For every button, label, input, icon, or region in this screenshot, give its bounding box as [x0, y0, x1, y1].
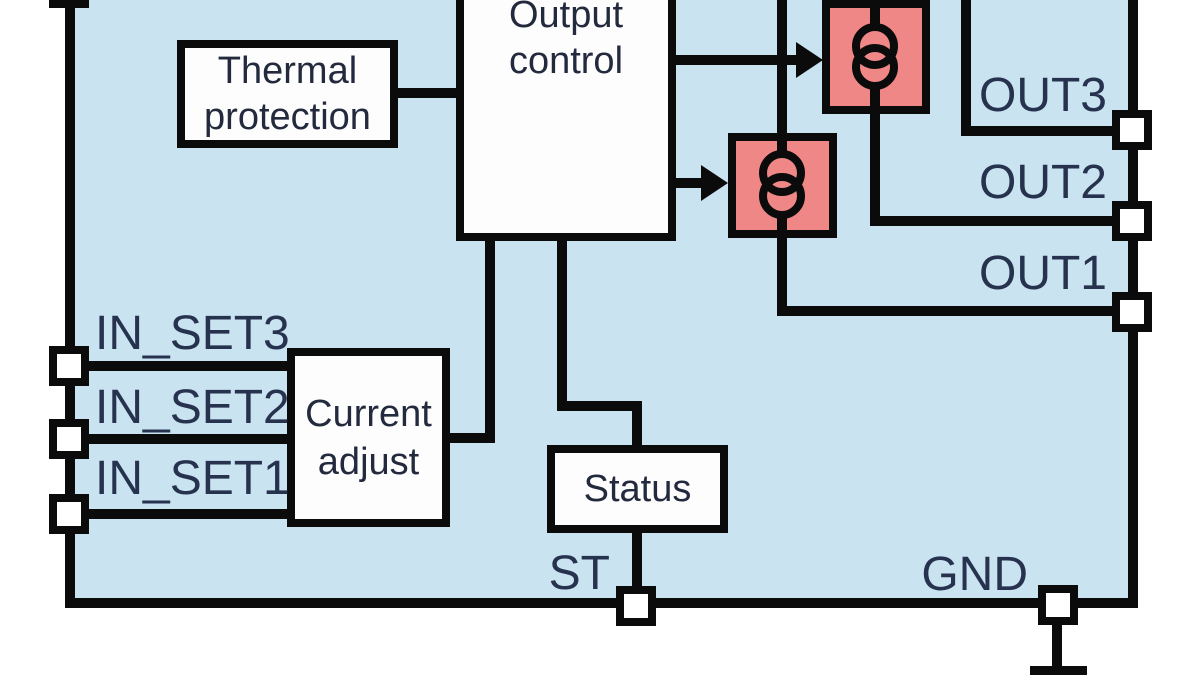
- wire-outputcontrol-to-status-v1: [557, 241, 567, 411]
- wire-outputcontrol-to-cs-bottom: [674, 178, 704, 188]
- output-control-label: Output control: [508, 0, 624, 82]
- arrowhead-cs-top-icon: [796, 42, 823, 78]
- wire-currentadjust-to-outputcontrol: [485, 241, 495, 443]
- pin-inset1: [49, 494, 89, 534]
- wire-out1: [777, 306, 1112, 316]
- pin-label-inset1: IN_SET1: [95, 452, 290, 505]
- pin-label-st: ST: [548, 547, 610, 600]
- pin-top-left-cutoff: [49, 0, 89, 8]
- wire-outputcontrol-to-status-h: [557, 401, 642, 411]
- pin-st: [616, 586, 656, 626]
- current-source-circle-icon: [852, 44, 898, 90]
- pin-label-out2: OUT2: [978, 156, 1107, 209]
- wire-outputcontrol-to-status-v2: [632, 401, 642, 445]
- wire-gnd-drop: [1052, 625, 1062, 670]
- pin-label-inset2: IN_SET2: [95, 381, 290, 434]
- wire-status-to-st: [632, 533, 642, 586]
- pin-out2: [1112, 201, 1152, 241]
- output-control-block: Output control: [456, 0, 676, 241]
- wire-out3-vertical: [961, 0, 971, 136]
- thermal-protection-label: Thermal protection: [204, 50, 371, 138]
- current-adjust-label: Current adjust: [305, 392, 432, 483]
- pin-inset2: [49, 419, 89, 459]
- current-source-circle-icon: [759, 173, 805, 219]
- current-adjust-block: Current adjust: [287, 348, 450, 527]
- wire-outputcontrol-to-cs-top: [674, 55, 800, 65]
- wire-out2: [870, 216, 1112, 226]
- wire-supply-cs-bottom: [777, 0, 787, 152]
- thermal-protection-block: Thermal protection: [177, 40, 398, 148]
- wire-cs-top-stub: [870, 0, 880, 28]
- pin-label-out1: OUT1: [978, 247, 1107, 300]
- wire-inset3: [89, 361, 287, 371]
- ground-symbol-icon: [1030, 666, 1087, 675]
- status-block: Status: [547, 445, 728, 533]
- status-label: Status: [583, 468, 692, 510]
- pin-out1: [1112, 292, 1152, 332]
- wire-inset2: [89, 434, 287, 444]
- pin-gnd: [1038, 585, 1078, 625]
- wire-cs-top-to-out2: [870, 89, 880, 226]
- wire-currentadjust-out: [450, 433, 495, 443]
- wire-out3: [961, 126, 1112, 136]
- wire-cs-bottom-to-out1: [777, 217, 787, 316]
- wire-thermal-to-outputcontrol: [398, 88, 456, 98]
- pin-out3: [1112, 110, 1152, 150]
- pin-label-inset3: IN_SET3: [95, 307, 290, 360]
- pin-label-out3: OUT3: [978, 69, 1107, 122]
- wire-inset1: [89, 509, 287, 519]
- arrowhead-cs-bottom-icon: [701, 165, 728, 201]
- pin-label-gnd: GND: [921, 548, 1028, 601]
- pin-inset3: [49, 346, 89, 386]
